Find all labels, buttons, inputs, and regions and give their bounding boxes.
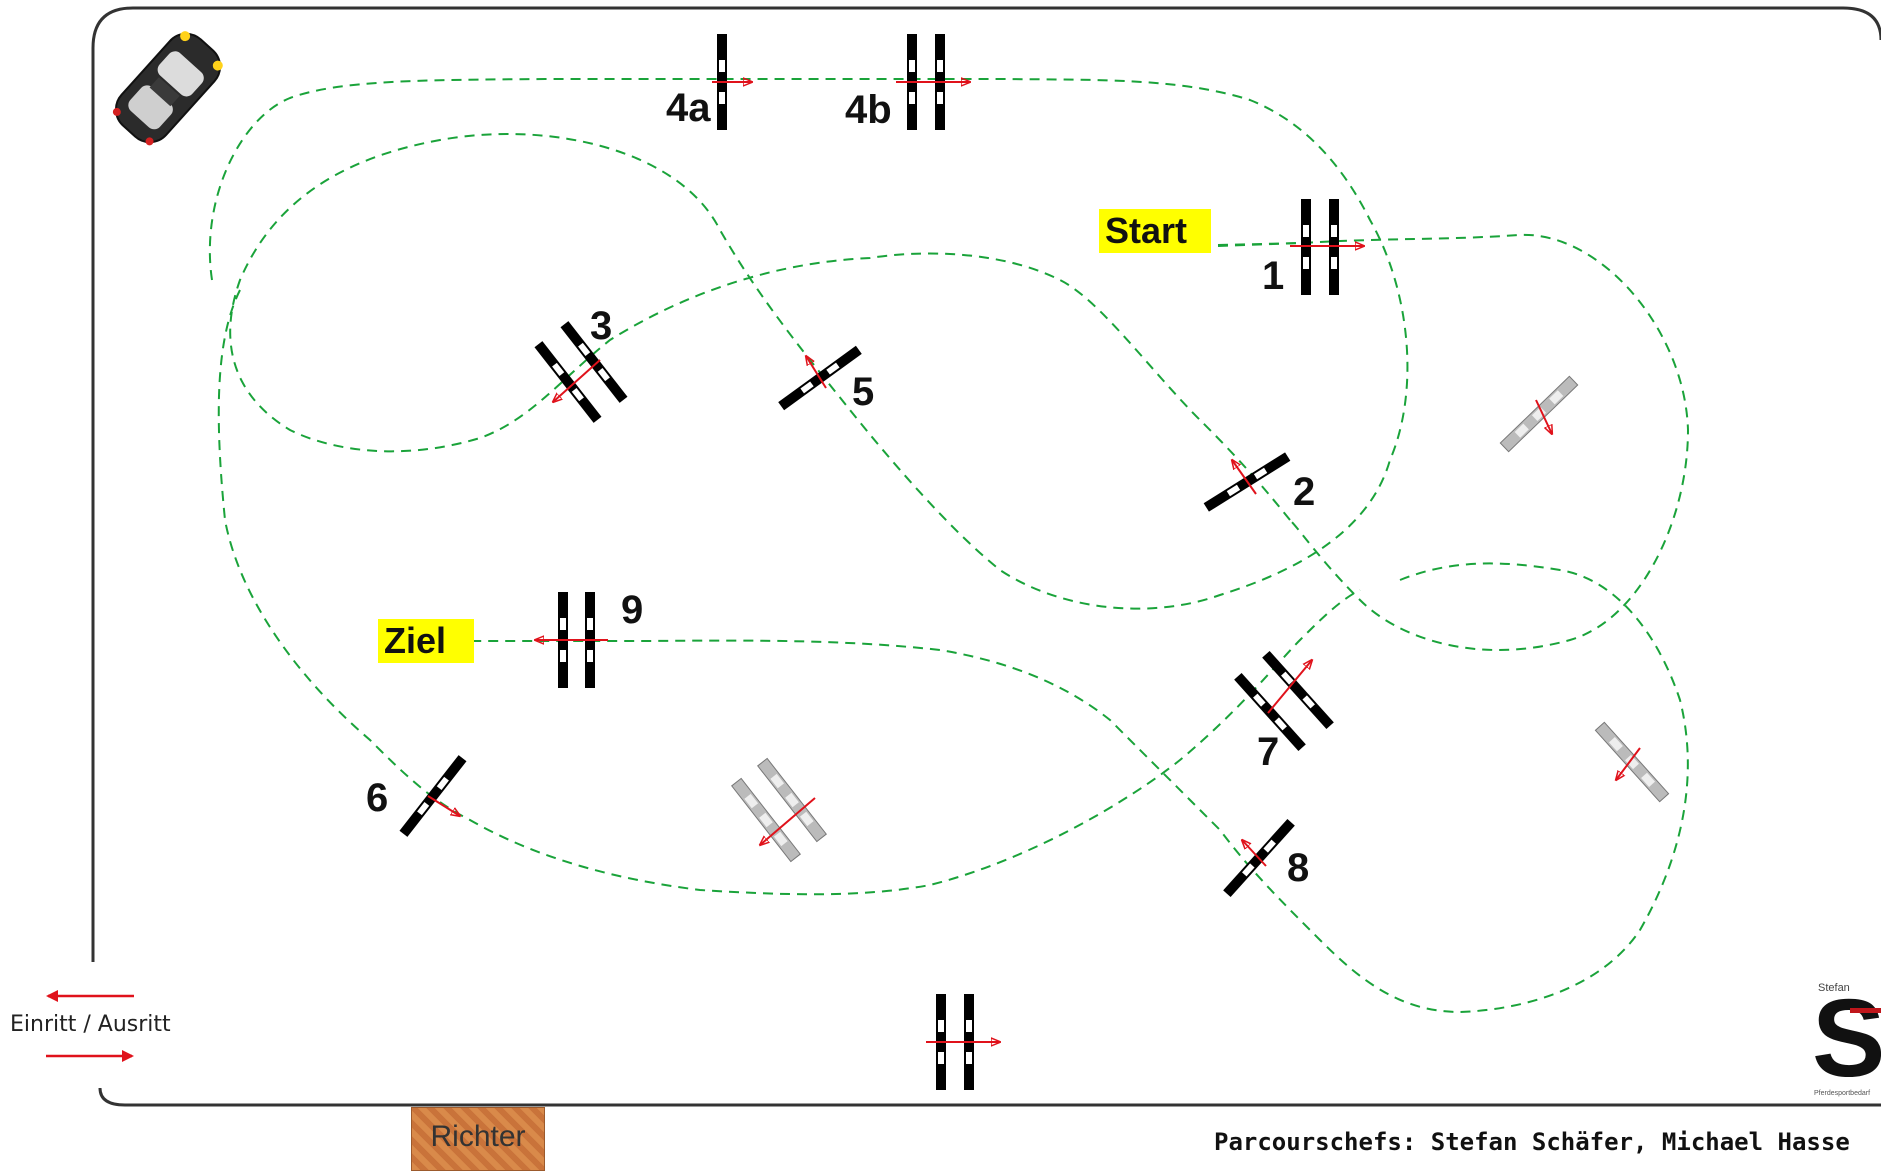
logo-bar xyxy=(1850,1008,1881,1013)
jump-2-number: 2 xyxy=(1293,470,1316,514)
jump-6-number: 6 xyxy=(366,776,389,820)
jump-5-number: 5 xyxy=(852,370,875,414)
unused-jump-1 xyxy=(1499,375,1579,453)
jump-9-number: 9 xyxy=(621,588,644,632)
jump-3-number: 3 xyxy=(590,304,613,348)
jump-3 xyxy=(534,321,628,423)
logo-letter: S xyxy=(1812,982,1881,1100)
logo-sub-text: Pferdesportbedarf xyxy=(1814,1090,1871,1097)
jump-7-number: 7 xyxy=(1257,730,1280,774)
car-icon xyxy=(112,31,223,146)
credits: Parcourschefs: Stefan Schäfer, Michael H… xyxy=(1214,1128,1850,1156)
logo-small-text: Stefan xyxy=(1818,982,1850,994)
arena-border xyxy=(91,6,1881,962)
jump-4a-number: 4a xyxy=(666,86,711,130)
jump-7 xyxy=(1234,650,1334,752)
logo: Stefan S Pferdesportbedarf xyxy=(1812,982,1881,1102)
judge-box: Richter xyxy=(411,1107,545,1171)
entry-exit-label: Einritt / Ausritt xyxy=(10,1012,171,1037)
unused-jump-3 xyxy=(731,757,827,863)
start-label: Start xyxy=(1099,209,1211,253)
arena-border-bottom xyxy=(98,1087,1881,1107)
unused-jump-2 xyxy=(1594,721,1670,803)
jump-8-number: 8 xyxy=(1287,846,1310,890)
jump-6 xyxy=(399,755,467,837)
riding-path xyxy=(208,78,1690,1014)
jump-4b-number: 4b xyxy=(845,88,892,132)
finish-label: Ziel xyxy=(378,619,474,663)
jump-1-number: 1 xyxy=(1262,254,1285,298)
